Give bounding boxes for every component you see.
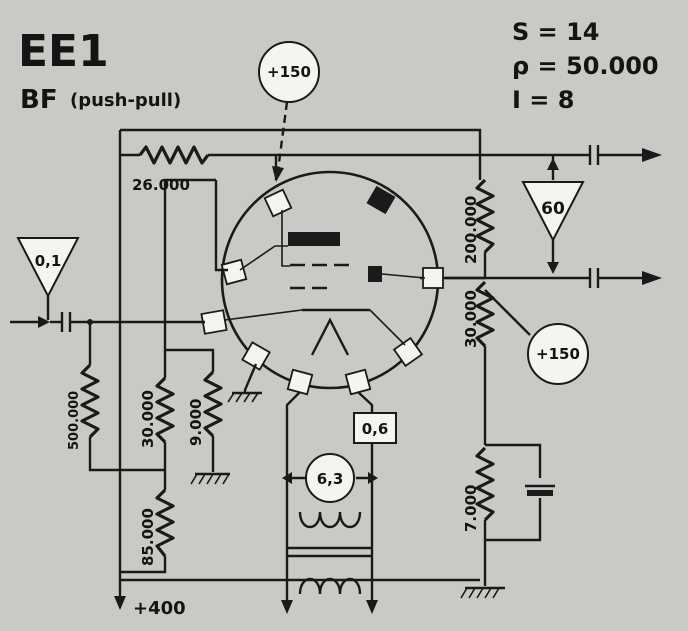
capacitor-out-bottom [588,268,600,288]
resistor-500000 [80,363,100,439]
capacitor-out-top [588,145,600,165]
label-r-grid: 500.000 [67,391,82,450]
output-arrow-top [642,148,662,162]
bubble-top-label: +150 [267,63,311,81]
resistor-30000-right [475,280,495,348]
top-rail [120,128,482,180]
pin-2 [220,258,248,286]
filament [310,317,350,356]
triangle-left [16,237,80,299]
output-arrow-bottom [642,271,662,285]
param-s: S = 14 [512,18,600,46]
triangle-left-label: 0,1 [35,252,62,270]
tube-title: EE1 [18,26,109,77]
transformer-core [287,546,372,558]
resistor-200000 [475,178,495,254]
transformer-secondary [298,577,362,595]
bubble-right [527,323,589,385]
subtitle-note: (push-pull) [70,90,181,111]
label-r-div-bot: 85.000 [139,508,157,566]
pin-7 [344,368,372,396]
pin-6 [286,368,314,396]
pin-8 [392,336,424,368]
heater-label: 6,3 [317,470,344,488]
supply-arrow [114,596,126,610]
bubble-heater [305,453,355,503]
label-r-right-top: 200.000 [462,196,480,264]
box-filament [353,412,397,444]
anode-top [288,232,340,246]
pin-1 [263,188,293,218]
label-r-top: 26.000 [132,176,190,194]
bubble-right-label: +150 [536,345,580,363]
triangle-right-label: 60 [541,199,565,219]
triangle-right [521,181,585,243]
label-r-right-mid: 30.000 [462,290,480,348]
param-rho: ρ = 50.000 [512,52,659,80]
capacitor-in [60,312,72,332]
label-r-cathode: 7.000 [462,485,480,532]
resistor-30000-left [155,376,175,444]
supply-label: +400 [133,598,186,619]
resistor-9000 [203,370,223,438]
anode-right [368,266,382,282]
label-r-div-side: 9.000 [187,399,205,446]
box-filament-label: 0,6 [362,420,389,438]
transformer-primary [298,511,362,529]
resistor-26000 [138,145,210,165]
label-r-div-top: 30.000 [139,390,157,448]
bubble-top [258,41,320,103]
param-i: I = 8 [512,86,574,114]
resistor-7000 [475,446,495,522]
resistor-85000 [155,488,175,557]
subtitle-main: BF [20,85,58,115]
pin-4 [422,267,444,289]
pin-3 [200,309,228,335]
pin-black-top [366,185,396,215]
pin-5 [241,341,271,371]
